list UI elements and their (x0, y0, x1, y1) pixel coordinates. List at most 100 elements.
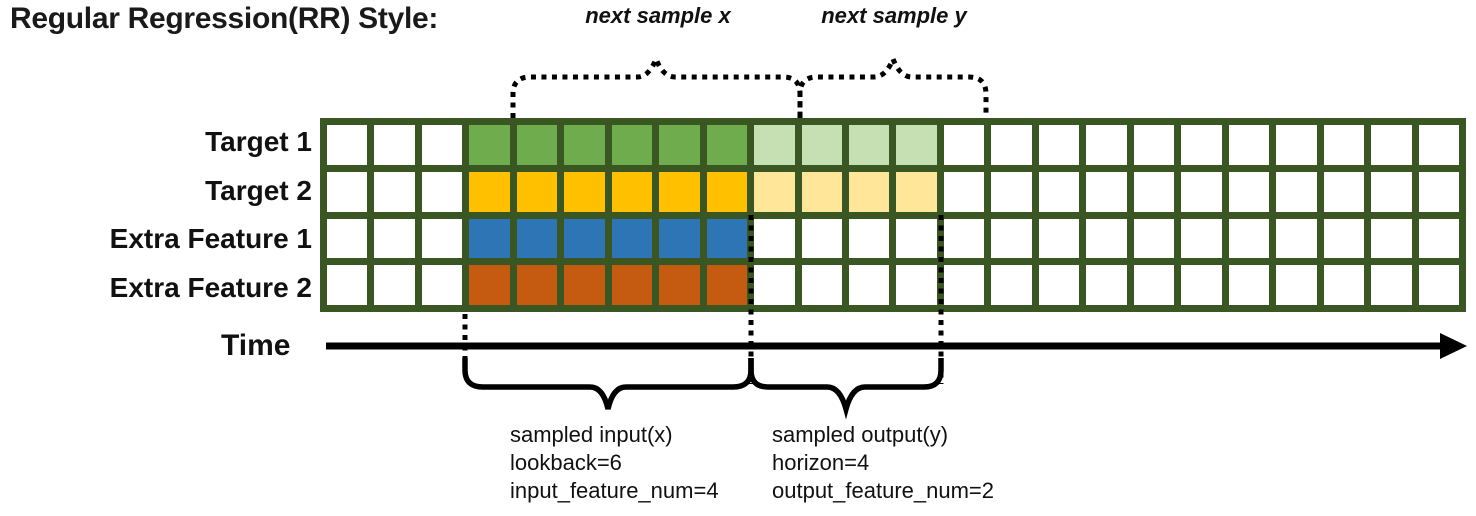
grid-cell (706, 265, 748, 305)
grid-cell (611, 265, 653, 305)
grid-cell (469, 265, 510, 305)
horizon-value: horizon=4 (772, 450, 870, 475)
grid-cell (1181, 125, 1222, 165)
grid-cell (659, 125, 700, 165)
output-feature-num-value: output_feature_num=2 (772, 478, 995, 503)
grid-cell (1228, 218, 1270, 259)
grid-cell (1371, 218, 1412, 259)
sampled-output-brace (748, 358, 944, 420)
grid-cell (706, 125, 748, 165)
grid-cell (896, 218, 937, 259)
next-sample-y-label: next sample y (821, 3, 967, 28)
grid-cell (943, 171, 985, 212)
grid-cell (374, 265, 415, 305)
grid-cell (1038, 125, 1080, 165)
grid-cell (374, 125, 415, 165)
grid-cell (943, 125, 985, 165)
input-feature-num-value: input_feature_num=4 (510, 478, 719, 503)
grid-cell (374, 218, 415, 259)
grid-cell (659, 218, 700, 259)
grid-cell (1371, 171, 1412, 212)
grid-cell (801, 218, 843, 259)
grid-cell (991, 171, 1032, 212)
grid-cell (991, 265, 1032, 305)
grid-cell (754, 218, 795, 259)
time-axis-label: Time (221, 329, 291, 362)
row-label-extra-feature-2: Extra Feature 2 (109, 272, 312, 303)
grid-cell (1371, 125, 1412, 165)
grid-cell (327, 218, 368, 259)
grid-cell (849, 125, 890, 165)
grid-cell (421, 265, 463, 305)
grid-cell (1418, 125, 1459, 165)
grid-cell (611, 218, 653, 259)
grid-cell (611, 171, 653, 212)
data-grid (320, 118, 1466, 312)
sampled-input-title: sampled input(x) (510, 422, 673, 447)
grid-cell (849, 171, 890, 212)
grid-cell (1038, 218, 1080, 259)
grid-cell (1323, 171, 1365, 212)
grid-cell (943, 218, 985, 259)
grid-cell (991, 218, 1032, 259)
grid-cell (896, 171, 937, 212)
grid-cell (327, 125, 368, 165)
grid-cell (659, 265, 700, 305)
grid-cell (801, 265, 843, 305)
grid-cell (706, 171, 748, 212)
row-label-target-1: Target 1 (205, 126, 312, 157)
grid-cell (706, 218, 748, 259)
next-sample-x-label: next sample x (585, 3, 731, 28)
grid-cell (469, 125, 510, 165)
grid-cell (1418, 171, 1459, 212)
grid-cell (1086, 125, 1127, 165)
grid-cell (1371, 265, 1412, 305)
grid-cell (1133, 125, 1175, 165)
grid-cell (1086, 265, 1127, 305)
grid-cell (896, 125, 937, 165)
grid-cell (564, 218, 605, 259)
grid-cell (1038, 265, 1080, 305)
sampled-input-brace (462, 358, 754, 410)
next-sample-y-brace (797, 52, 989, 118)
grid-cell (1086, 171, 1127, 212)
grid-cell (516, 265, 558, 305)
next-sample-x-brace (510, 52, 803, 118)
grid-cell (1038, 171, 1080, 212)
grid-cell (421, 171, 463, 212)
grid-cell (1133, 265, 1175, 305)
sampled-output-note: sampled output(y) horizon=4 output_featu… (772, 421, 994, 505)
grid-cell (469, 171, 510, 212)
grid-cell (564, 265, 605, 305)
grid-cell (801, 171, 843, 212)
grid-cell (1228, 125, 1270, 165)
grid-cell (754, 171, 795, 212)
grid-cell (1276, 171, 1317, 212)
grid-cell (754, 265, 795, 305)
grid-cell (1086, 218, 1127, 259)
grid-cell (659, 171, 700, 212)
grid-cell (1418, 218, 1459, 259)
grid-cell (374, 171, 415, 212)
grid-cell (991, 125, 1032, 165)
grid-cell (611, 125, 653, 165)
grid-cell (849, 218, 890, 259)
grid-cell (421, 125, 463, 165)
row-label-target-2: Target 2 (205, 175, 312, 206)
grid-cell (327, 171, 368, 212)
sampled-input-note: sampled input(x) lookback=6 input_featur… (510, 421, 719, 505)
grid-cell (1133, 218, 1175, 259)
sampled-output-title: sampled output(y) (772, 422, 949, 447)
grid-cell (469, 218, 510, 259)
grid-cell (1228, 171, 1270, 212)
diagram-title: Regular Regression(RR) Style: (10, 2, 439, 35)
grid-cell (1323, 125, 1365, 165)
grid-cell (1276, 125, 1317, 165)
grid-cell (516, 218, 558, 259)
grid-cell (1181, 171, 1222, 212)
grid-cell (1418, 265, 1459, 305)
grid-cell (516, 125, 558, 165)
grid-cell (1133, 171, 1175, 212)
grid-cell (1276, 218, 1317, 259)
